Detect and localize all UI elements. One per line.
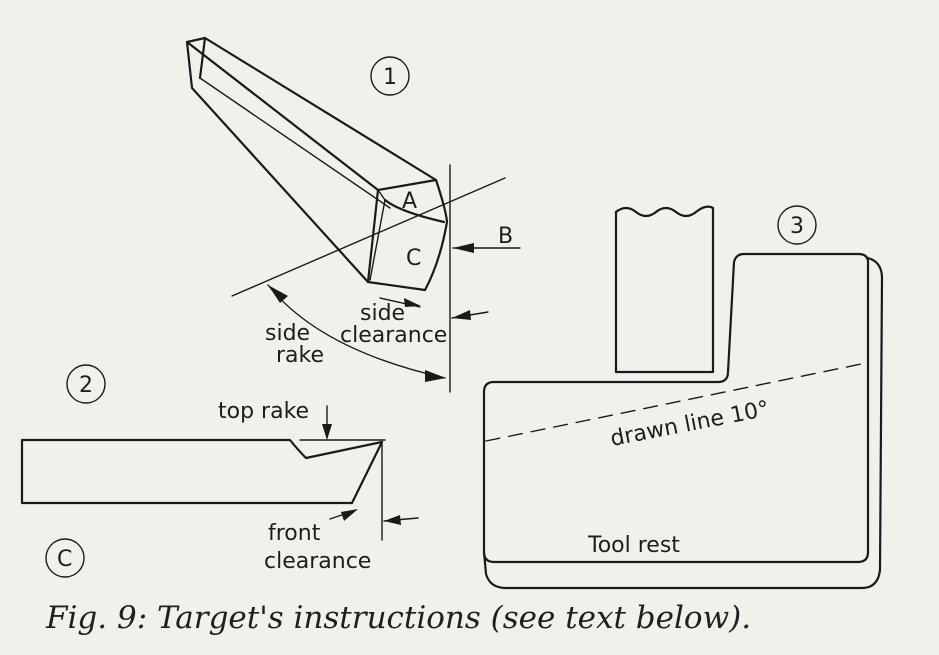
b-arrowhead xyxy=(453,243,474,253)
marker-3-label: 3 xyxy=(790,214,804,239)
tool-rest-front xyxy=(482,252,870,564)
shank-edge-line xyxy=(199,77,391,209)
side-clearance-label-2: clearance xyxy=(340,323,447,348)
marker-3-circle xyxy=(777,205,817,245)
face-divider xyxy=(369,189,386,281)
face-a-outline xyxy=(383,198,446,224)
side-clearance-arrow-left xyxy=(404,298,421,307)
view-3-tool-rest: drawn line 10° Tool rest 3 xyxy=(482,205,884,590)
marker-1-circle xyxy=(370,56,410,96)
top-rake-label: top rake xyxy=(218,399,309,424)
side-clearance-label-1: side xyxy=(360,301,405,326)
view-1-tool-bit: A C B side clearance side rake 1 xyxy=(185,36,521,393)
marker-c-label: C xyxy=(57,547,72,572)
side-rake-label-2: rake xyxy=(276,343,324,368)
drawn-line-label: drawn line 10° xyxy=(608,397,771,452)
side-rake-label-1: side xyxy=(265,321,310,346)
marker-2-label: 2 xyxy=(79,373,93,398)
side-rake-arrow-bottom xyxy=(425,370,446,382)
side-rake-arrow-top xyxy=(268,285,288,303)
cutting-end xyxy=(366,178,449,292)
marker-1-label: 1 xyxy=(383,65,397,90)
face-c-label: C xyxy=(406,246,421,271)
front-clearance-right-arrow xyxy=(384,515,401,525)
face-a-label: A xyxy=(402,189,417,214)
side-clearance-arrow-right xyxy=(452,310,471,320)
marker-2-circle xyxy=(66,364,106,404)
view-2-side-view: top rake front clearance 2 C xyxy=(20,364,419,578)
marker-c-circle xyxy=(45,538,85,578)
point-b-label: B xyxy=(498,224,513,249)
front-clearance-label-1: front xyxy=(268,521,321,546)
top-rake-arrowhead xyxy=(322,424,332,440)
tool-rest-back xyxy=(482,256,884,590)
front-clearance-left-arrow xyxy=(341,509,358,521)
side-rake-line xyxy=(231,177,506,297)
tool-upright xyxy=(614,206,715,374)
figure-caption: Fig. 9: Target's instructions (see text … xyxy=(46,600,752,636)
front-clearance-label-2: clearance xyxy=(264,549,371,574)
tool-break-line xyxy=(614,205,715,218)
tool-shank xyxy=(185,36,438,284)
drawn-line-10-degree xyxy=(485,362,867,442)
tool-side-profile xyxy=(20,438,384,505)
tool-rest-label: Tool rest xyxy=(587,533,680,558)
